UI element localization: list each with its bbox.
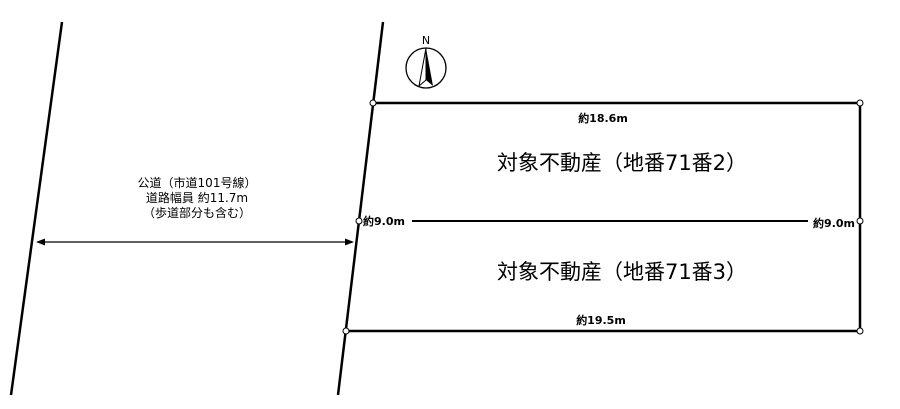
road-width-label: 道路幅員 約11.7m [146, 190, 248, 205]
right-depth-label: 約9.0m [813, 216, 855, 230]
road-width-dimension-arrow [36, 238, 354, 246]
road-note-label: （歩道部分も含む） [143, 205, 251, 220]
parcel-71-2-label: 対象不動産（地番71番2） [497, 151, 747, 175]
road-name-label: 公道（市道101号線） [138, 175, 257, 190]
road-left-edge [9, 21, 64, 396]
parcel-71-3-label: 対象不動産（地番71番3） [497, 260, 747, 284]
north-arrow-icon: N [405, 34, 447, 89]
parcel-outline [346, 101, 862, 333]
left-depth-label: 約9.0m [363, 214, 405, 228]
compass-north-label: N [422, 34, 430, 47]
corner-markers [342, 99, 864, 335]
bottom-length-label: 約19.5m [576, 313, 626, 327]
road-right-edge [336, 21, 385, 396]
top-length-label: 約18.6m [578, 111, 628, 125]
